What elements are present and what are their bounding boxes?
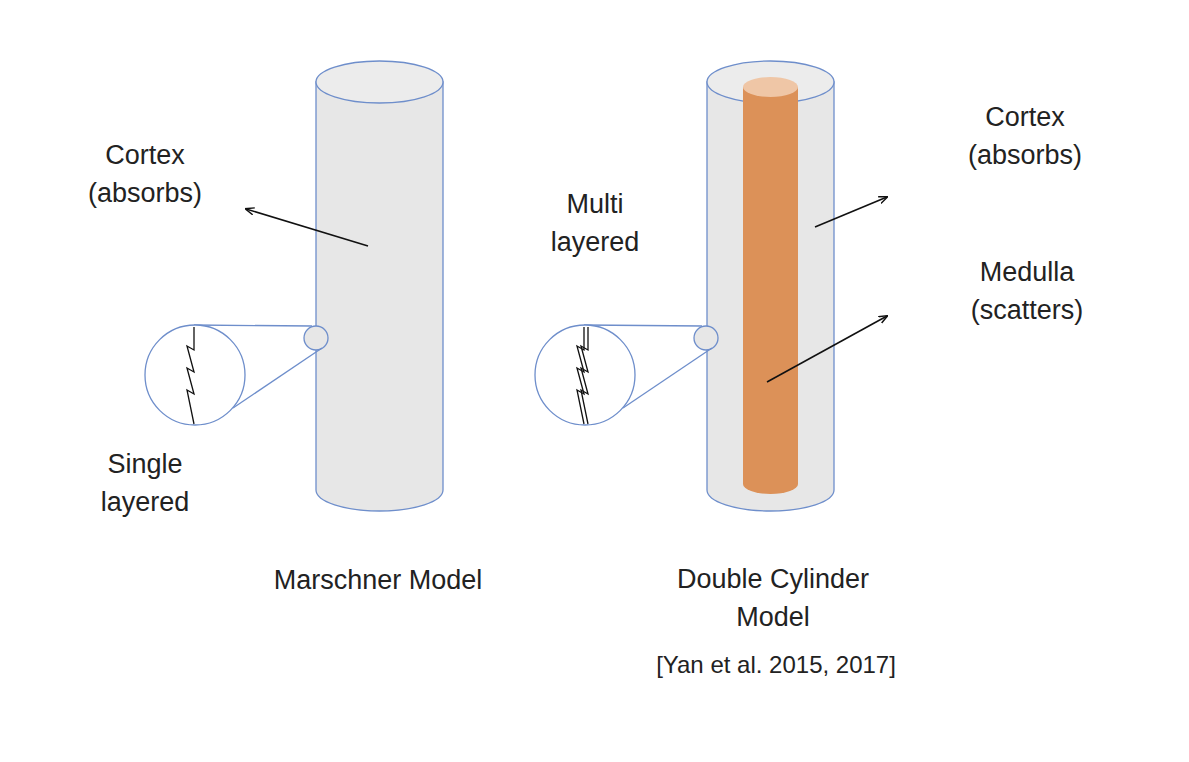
part-label: Cortex (absorbs) (65, 137, 225, 213)
outer-cylinder-body (707, 82, 834, 511)
model-title: Double Cylinder Model (651, 561, 896, 637)
cylinder-body (316, 82, 443, 511)
part-label: Multi layered (520, 186, 670, 262)
double-cylinder (707, 61, 834, 511)
medulla-body (743, 87, 798, 494)
outer-cylinder-top (707, 61, 834, 103)
leader-arrow (815, 197, 887, 227)
part-label: Single layered (70, 446, 220, 522)
magnifier-multi (535, 325, 718, 425)
magnifier-single (145, 325, 328, 425)
citation: [Yan et al. 2015, 2017] (656, 648, 896, 682)
model-title: Marschner Model (274, 562, 483, 600)
medulla-top (743, 77, 798, 97)
part-label: Medulla (scatters) (941, 254, 1113, 330)
cylinder-top (316, 61, 443, 103)
leader-arrow (767, 316, 887, 382)
leader-arrow (246, 209, 368, 246)
part-label: Cortex (absorbs) (945, 99, 1105, 175)
marschner-cylinder (316, 61, 443, 511)
